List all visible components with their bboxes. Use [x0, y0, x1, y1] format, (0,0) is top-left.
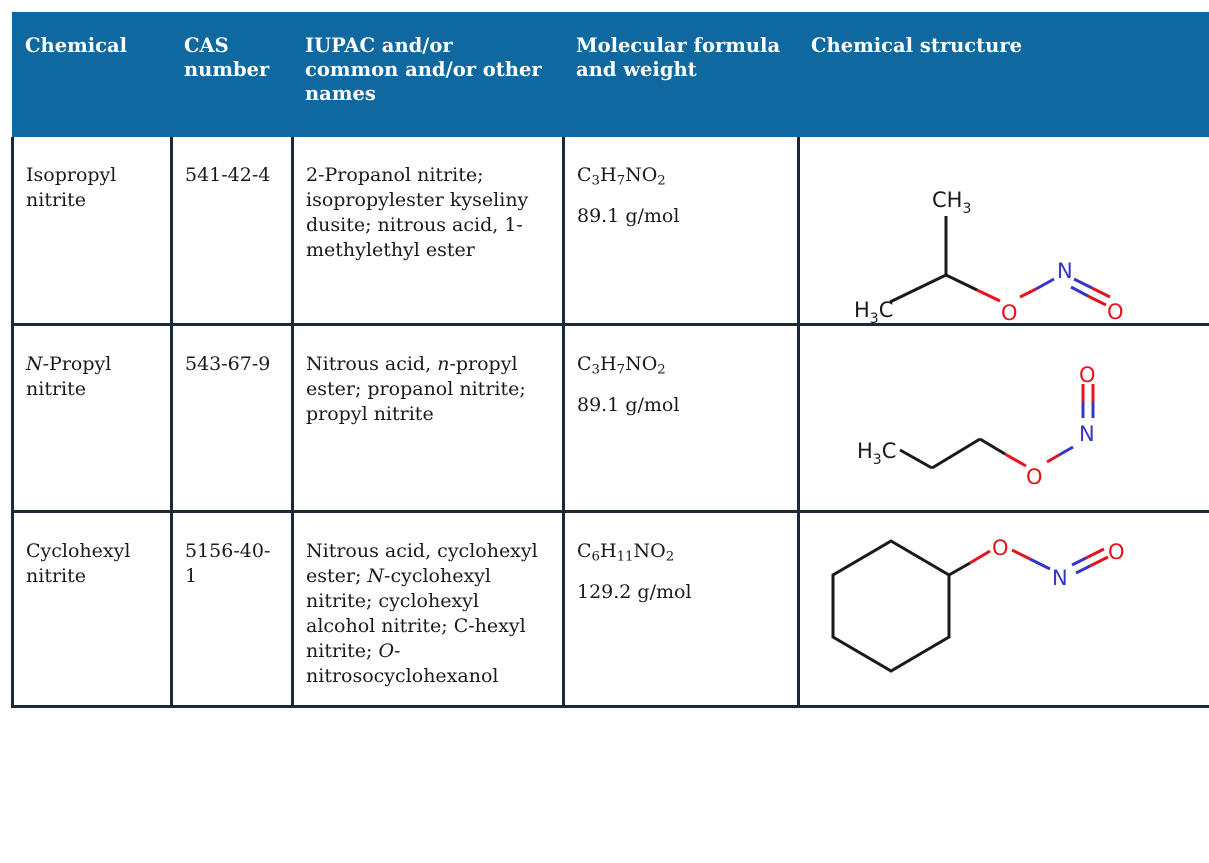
- header-names: IUPAC and/or common and/or other names: [292, 12, 564, 137]
- header-chemical-structure: Chemical structure: [798, 12, 1209, 137]
- bond: [1011, 548, 1031, 560]
- chemical-name: Cyclohexyl nitrite: [11, 511, 172, 708]
- bond: [945, 273, 978, 292]
- atom-label: O: [1001, 301, 1018, 324]
- bond: [948, 561, 971, 576]
- cyclohexane-ring: [831, 538, 951, 673]
- propyl-nitrite-structure-diagram: H3C O N O: [857, 363, 1096, 489]
- bond: [889, 273, 947, 304]
- atom-label: CH3: [932, 188, 971, 217]
- other-names: Nitrous acid, cyclohexyl ester; N-cycloh…: [291, 511, 564, 708]
- formula-weight: C3H7NO2 89.1 g/mol: [562, 137, 799, 326]
- bond: [1071, 556, 1087, 566]
- chemical-structure: O N O: [797, 511, 1209, 708]
- table-row: Isopropyl nitrite 541-42-4 2-Propanol ni…: [11, 137, 1209, 326]
- bond: [969, 549, 991, 564]
- cas-number: 541-42-4: [170, 137, 293, 326]
- atom-label: H3C: [854, 298, 893, 324]
- bond: [1058, 445, 1074, 456]
- bond: [1029, 557, 1051, 570]
- atom-label: O: [992, 536, 1009, 560]
- bond: [931, 437, 981, 469]
- isopropyl-nitrite-structure-diagram: CH3 H3C O N O: [854, 188, 1124, 324]
- bond: [1075, 564, 1091, 574]
- atom-label: N: [1052, 566, 1068, 590]
- chemical-name: Isopropyl nitrite: [11, 137, 172, 326]
- bond: [1046, 453, 1060, 463]
- chemical-structure: CH3 H3C O N O: [797, 137, 1209, 326]
- bond: [1089, 555, 1109, 567]
- atom-label: O: [1026, 465, 1043, 489]
- chemical-structure: H3C O N O: [797, 324, 1209, 513]
- header-formula-weight: Molecular formula and weight: [563, 12, 799, 137]
- header-row: Chemical CAS number IUPAC and/or common …: [12, 12, 1209, 137]
- molecular-formula: C6H11NO2: [577, 539, 675, 564]
- bond: [1070, 285, 1089, 298]
- bond: [976, 288, 1001, 303]
- header-chemical: Chemical: [12, 12, 172, 137]
- molecular-weight: 89.1 g/mol: [577, 393, 680, 416]
- cas-number: 5156-40-1: [170, 511, 293, 708]
- other-names: 2-Propanol nitrite; isopropylester kysel…: [291, 137, 564, 326]
- formula-weight: C3H7NO2 89.1 g/mol: [562, 324, 799, 513]
- atom-label: H3C: [857, 439, 896, 468]
- molecular-formula: C3H7NO2: [577, 352, 666, 377]
- other-names: Nitrous acid, n-propyl ester; propanol n…: [291, 324, 564, 513]
- table-row: N-Propyl nitrite 543-67-9 Nitrous acid, …: [11, 324, 1209, 513]
- bond: [1019, 287, 1037, 299]
- molecular-weight: 129.2 g/mol: [577, 580, 692, 603]
- header-cas-number: CAS number: [171, 12, 293, 137]
- atom-label: O: [1079, 363, 1096, 387]
- bond: [1091, 286, 1111, 299]
- atom-label: O: [1108, 540, 1125, 564]
- bond: [1035, 277, 1055, 291]
- chemical-name: N-Propyl nitrite: [11, 324, 172, 513]
- atom-label: N: [1057, 259, 1073, 283]
- chemical-table: Chemical CAS number IUPAC and/or common …: [11, 12, 1209, 708]
- bond: [899, 448, 933, 469]
- atom-label: O: [1107, 300, 1124, 324]
- bond: [1073, 277, 1093, 290]
- atom-label: N: [1079, 422, 1095, 446]
- molecular-weight: 89.1 g/mol: [577, 205, 680, 227]
- molecular-formula: C3H7NO2: [577, 164, 666, 189]
- bond: [979, 437, 1006, 455]
- formula-weight: C6H11NO2 129.2 g/mol: [562, 511, 799, 708]
- cas-number: 543-67-9: [170, 324, 293, 513]
- table-row: Cyclohexyl nitrite 5156-40-1 Nitrous aci…: [11, 511, 1209, 708]
- bond: [1004, 452, 1027, 467]
- cyclohexyl-nitrite-structure-diagram: O N O: [831, 536, 1125, 673]
- bond: [1085, 547, 1105, 559]
- bond: [1087, 294, 1107, 307]
